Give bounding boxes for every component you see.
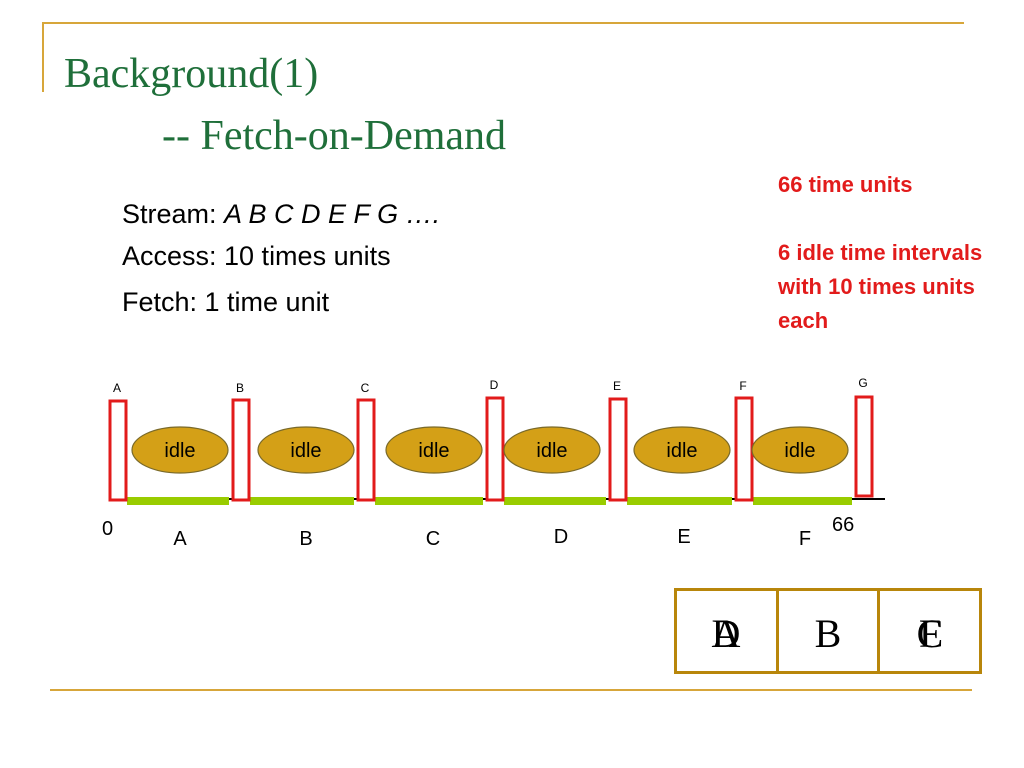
fetch-label-b: B (236, 381, 244, 395)
left-rule (42, 22, 44, 92)
cache-slot-2: B (775, 591, 878, 671)
segment-label-f: F (799, 528, 811, 550)
cache-slot-3-over: F (919, 611, 941, 656)
fetch-label-f: F (739, 379, 746, 393)
access-bar-4 (504, 497, 606, 505)
fetch-label-d: D (490, 378, 499, 392)
segment-label-b: B (299, 528, 312, 550)
idle-ellipse-3 (385, 426, 483, 474)
idle-label-2: idle (290, 440, 321, 462)
fetch-box-g (854, 395, 874, 498)
idle-ellipse-1 (131, 426, 229, 474)
segment-label-a: A (173, 528, 187, 550)
idle-ellipse-6 (751, 426, 849, 474)
idle-label-1: idle (164, 440, 195, 462)
idle-label-4: idle (536, 440, 567, 462)
fetch-label-g: G (858, 376, 867, 390)
idle-label-5: idle (666, 440, 697, 462)
fetch-label-c: C (361, 381, 370, 395)
segment-label-e: E (677, 526, 690, 548)
fetch-label-e: E (613, 379, 621, 393)
segment-label-c: C (426, 528, 440, 550)
stream-line: Stream: A B C D E F G …. (122, 198, 440, 230)
idle-summary-note: 6 idle time intervals with 10 times unit… (778, 240, 983, 333)
stream-value: A B C D E F G …. (224, 199, 441, 229)
access-bar-6 (753, 497, 852, 505)
idle-label-6: idle (784, 440, 815, 462)
idle-ellipse-4 (503, 426, 601, 474)
fetch-box-b (231, 398, 251, 502)
cache-slot-2-glyphs: B (815, 611, 842, 656)
slide-subtitle: -- Fetch-on-Demand (162, 113, 507, 159)
idle-label-3: idle (418, 440, 449, 462)
fetch-box-e (608, 397, 628, 502)
fetch-box-f (734, 396, 754, 502)
bottom-rule (50, 689, 972, 691)
cache-slot-2-under: B (815, 611, 842, 656)
access-bar-1 (127, 497, 229, 505)
segment-label-d: D (554, 526, 568, 548)
stream-label: Stream: (122, 199, 225, 229)
slide-title: Background(1) (64, 51, 319, 97)
access-bar-2 (250, 497, 354, 505)
total-time-note: 66 time units (778, 172, 913, 197)
fetch-line: Fetch: 1 time unit (122, 287, 330, 317)
end-time-label: 66 (832, 514, 855, 536)
cache-slot-3-under: C (916, 611, 943, 656)
top-rule (42, 22, 964, 24)
cache-slot-1: A D (677, 591, 776, 671)
access-line: Access: 10 times units (122, 241, 391, 271)
start-time-label: 0 (102, 518, 114, 540)
cache-slot-3-glyphs: C F (916, 611, 943, 656)
idle-ellipse-5 (633, 426, 731, 474)
access-bar-5 (627, 497, 732, 505)
fetch-label-a: A (113, 381, 121, 395)
cache-table: A D B C F (674, 588, 982, 674)
access-bar-3 (375, 497, 483, 505)
fetch-box-a (108, 399, 128, 502)
fetch-box-c (356, 398, 376, 502)
fetch-box-d (485, 396, 505, 502)
idle-ellipse-2 (257, 426, 355, 474)
cache-slot-1-over: D (712, 611, 741, 656)
cache-slot-3: C F (877, 591, 979, 671)
cache-slot-1-under: A (712, 611, 741, 656)
cache-slot-1-glyphs: A D (712, 611, 741, 656)
